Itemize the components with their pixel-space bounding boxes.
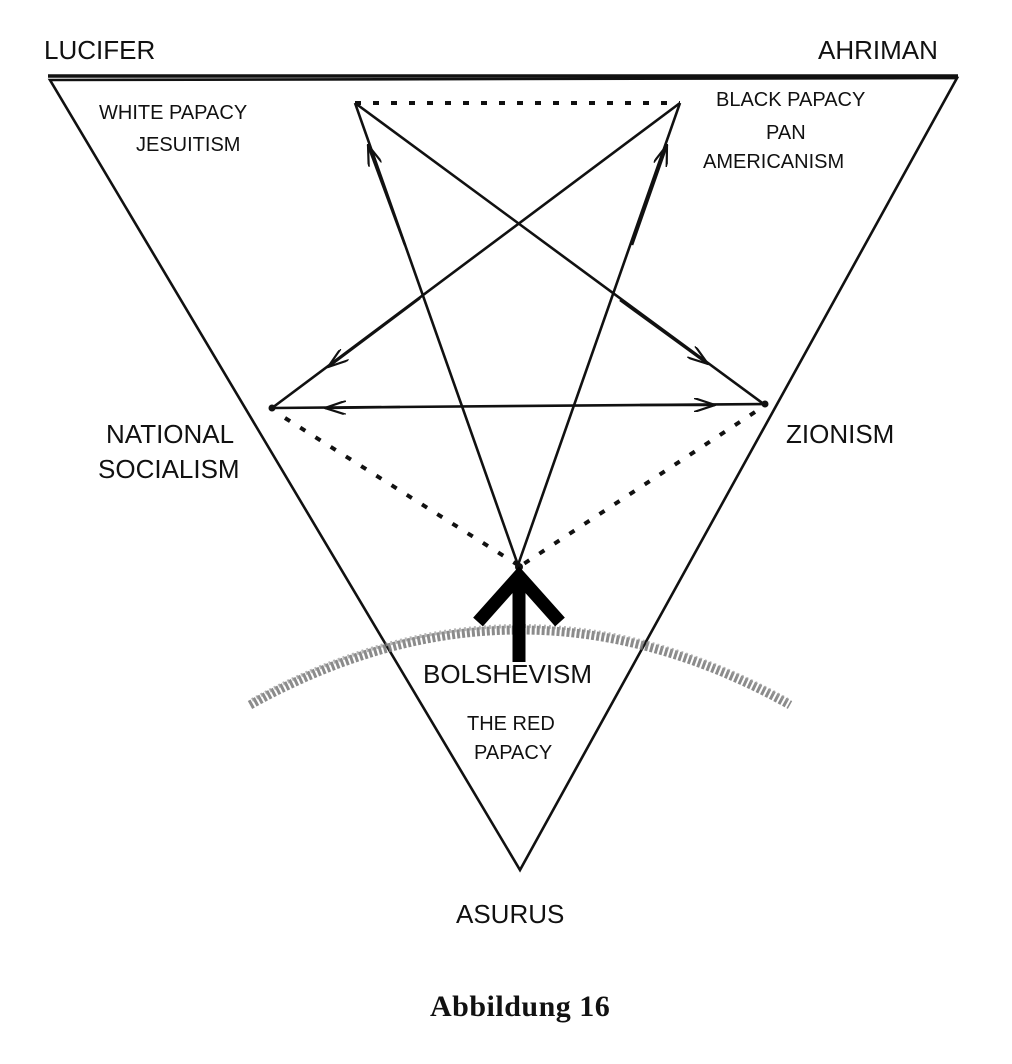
label-pan: PAN (766, 122, 806, 144)
label-jesuitism: JESUITISM (136, 134, 241, 156)
arrowhead-black-papacy (630, 145, 669, 246)
label-national: NATIONAL (106, 419, 235, 449)
dotted-line-right-to-center (520, 410, 757, 567)
label-the-red: THE RED (467, 713, 555, 735)
label-lucifer: LUCIFER (44, 35, 156, 65)
label-zionism: ZIONISM (786, 419, 895, 449)
label-bolshevism: BOLSHEVISM (423, 659, 593, 689)
inverted-triangle (47, 76, 960, 873)
label-americanism: AMERICANISM (703, 151, 845, 173)
arrowhead-zionism-diag (619, 298, 708, 364)
horizon-arc (247, 625, 793, 709)
label-ahriman: AHRIMAN (818, 35, 938, 65)
label-socialism: SOCIALISM (98, 454, 240, 484)
arrowhead-white-papacy (366, 145, 407, 246)
vertex-national-socialism (268, 404, 276, 412)
dotted-line-left-to-center (283, 416, 520, 567)
label-asurus: ASURUS (456, 899, 565, 929)
label-black-papacy: BLACK PAPACY (716, 89, 866, 111)
label-papacy: PAPACY (474, 742, 553, 764)
bold-arrow-head (473, 566, 565, 627)
figure-caption: Abbildung 16 (430, 990, 611, 1023)
arrowhead-national-socialism-diag (328, 296, 421, 367)
label-white-papacy: WHITE PAPACY (99, 102, 248, 124)
arrow-center-to-black-papacy (516, 102, 682, 566)
arrowhead-horizontal-left (325, 407, 401, 408)
vertex-zionism (761, 400, 769, 408)
